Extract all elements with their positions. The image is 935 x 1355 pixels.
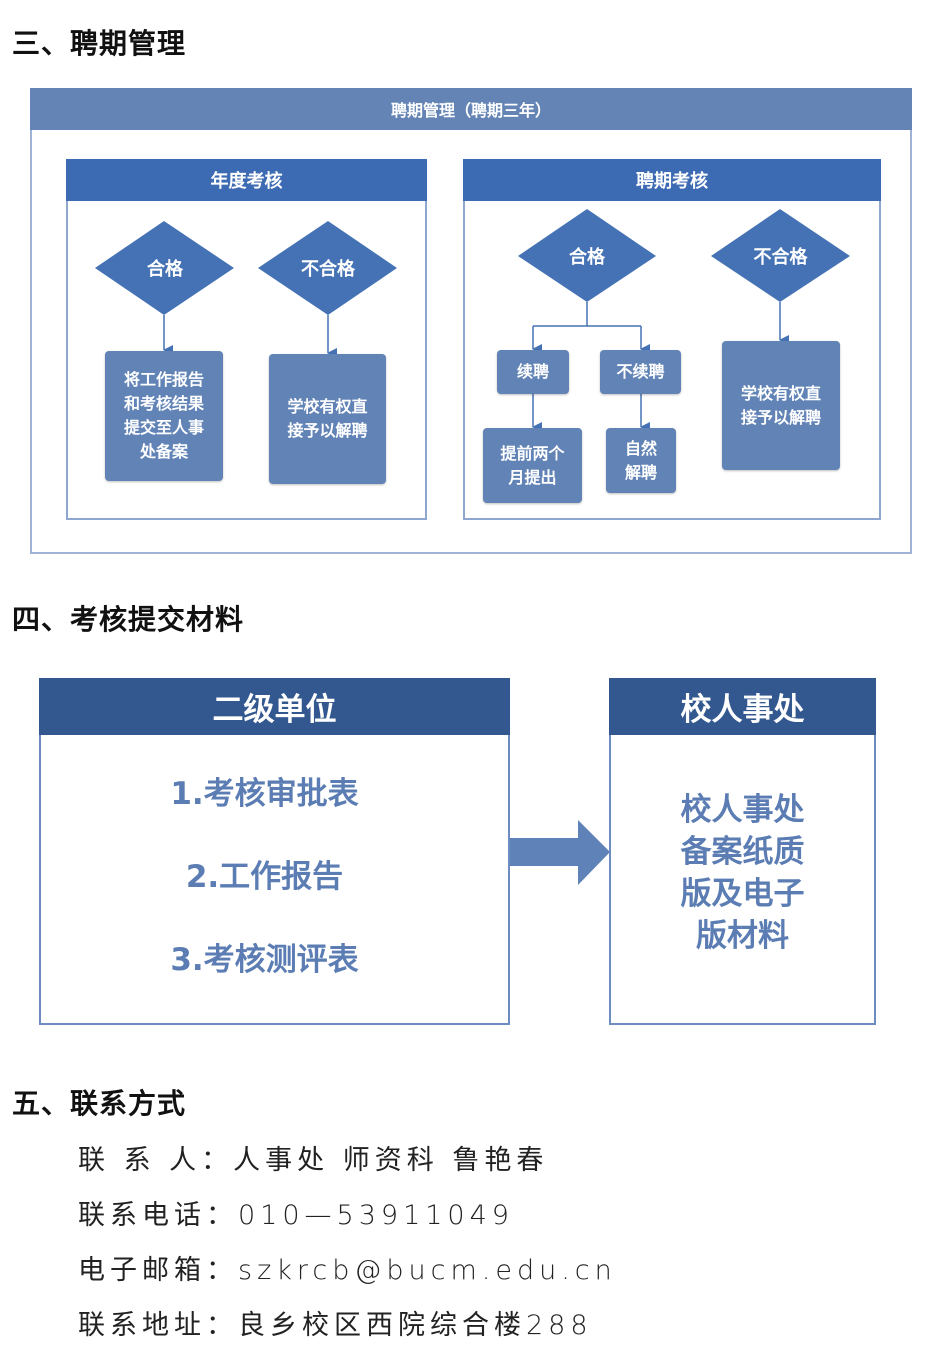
- contact-phone: 联系电话：010—53911049: [78, 1200, 514, 1231]
- material-item: 3.考核测评表: [170, 942, 359, 978]
- arrow-right-icon: [509, 820, 610, 885]
- text-line: 解聘: [624, 462, 657, 482]
- hr-office-box: [609, 678, 876, 1025]
- text-line: 提交至人事: [123, 418, 204, 437]
- no-renew-box: 不续聘: [600, 350, 681, 394]
- contact-person: 联 系 人：人事处 师资科 鲁艳春: [78, 1145, 549, 1176]
- text-line: 提前两个: [500, 443, 565, 463]
- diamond-annual-pass: [95, 221, 234, 315]
- renew-result: 提前两个 月提出: [483, 428, 582, 503]
- text-line: 学校有权直: [287, 397, 368, 416]
- text-line: 将工作报告: [123, 370, 204, 389]
- annual-pass-result: 将工作报告 和考核结果 提交至人事 处备案: [105, 351, 223, 481]
- text-line: 自然: [624, 438, 657, 458]
- text-line: 学校有权直: [740, 383, 821, 403]
- hr-office-text: 校人事处 备案纸质 版及电子 版材料: [609, 789, 876, 957]
- renew-box: 续聘: [497, 350, 569, 394]
- diagram-title: 聘期管理（聘期三年）: [30, 88, 912, 130]
- no-renew-result: 自然 解聘: [606, 428, 676, 493]
- department-header: 二级单位: [39, 678, 510, 735]
- contact-address: 联系地址：良乡校区西院综合楼288: [78, 1310, 593, 1341]
- annual-fail-result: 学校有权直 接予以解聘: [269, 354, 386, 484]
- text-line: 处备案: [139, 442, 188, 461]
- text-line: 版及电子: [680, 876, 805, 912]
- text-line: 月提出: [508, 467, 557, 487]
- term-fail-label: 不合格: [753, 247, 808, 268]
- term-pass-label: 合格: [569, 247, 605, 268]
- department-box: [39, 678, 510, 1025]
- term-review-header: 聘期考核: [463, 159, 881, 201]
- section-title-materials: 四、考核提交材料: [12, 603, 245, 636]
- hr-office-header: 校人事处: [609, 678, 876, 735]
- section-title-contact: 五、联系方式: [12, 1087, 187, 1120]
- term-fail-result: 学校有权直 接予以解聘: [722, 341, 840, 470]
- annual-fail-label: 不合格: [301, 259, 355, 280]
- text-line: 校人事处: [680, 792, 805, 828]
- text-line: 备案纸质: [680, 834, 805, 870]
- diamond-annual-fail: [258, 221, 397, 315]
- material-item: 1.考核审批表: [170, 776, 359, 812]
- contact-email: 电子邮箱：szkrcb@bucm.edu.cn: [78, 1255, 617, 1286]
- text-line: 和考核结果: [123, 394, 204, 413]
- text-line: 接予以解聘: [287, 421, 368, 440]
- text-line: 版材料: [696, 918, 789, 954]
- diamond-term-pass: [518, 209, 656, 302]
- annual-pass-label: 合格: [147, 259, 183, 280]
- text-line: 接予以解聘: [740, 407, 821, 427]
- diamond-term-fail: [711, 209, 850, 302]
- section-title-term-management: 三、聘期管理: [12, 27, 187, 60]
- annual-review-header: 年度考核: [66, 159, 427, 201]
- material-item: 2.工作报告: [185, 859, 344, 895]
